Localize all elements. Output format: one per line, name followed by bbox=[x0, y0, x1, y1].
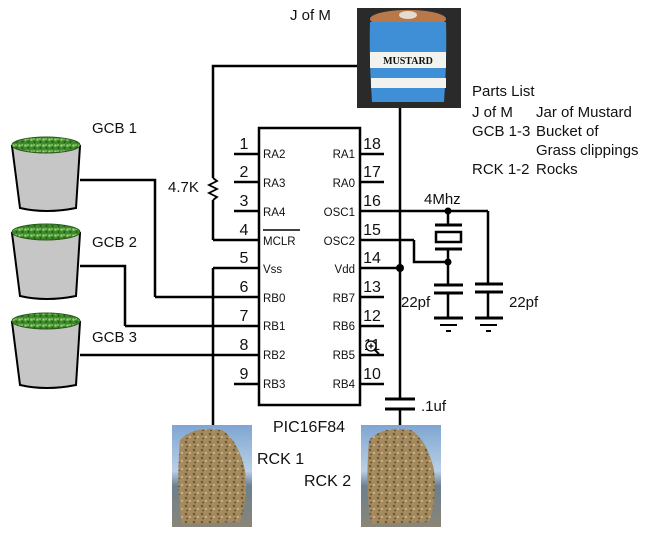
mustard-jar: MUSTARD bbox=[357, 8, 461, 108]
pin-signal: RB7 bbox=[333, 293, 355, 305]
pin-signal: RA0 bbox=[333, 178, 355, 190]
pin-number: 5 bbox=[240, 250, 249, 267]
parts-list-desc: Jar of Mustard bbox=[536, 104, 632, 121]
pin-number: 17 bbox=[363, 164, 381, 181]
pin-number: 8 bbox=[240, 337, 249, 354]
rock-label: RCK 2 bbox=[304, 473, 351, 490]
resistor-label: 4.7K bbox=[168, 179, 199, 196]
gcb2-wire bbox=[80, 264, 127, 326]
pin-signal: OSC2 bbox=[324, 236, 355, 248]
jar-text: MUSTARD bbox=[383, 56, 433, 67]
bucket-gcb3 bbox=[10, 312, 82, 389]
pin-signal: RA2 bbox=[263, 149, 285, 161]
parts-list: Parts List J of M Jar of Mustard GCB 1-3… bbox=[472, 83, 639, 178]
junction-vdd bbox=[396, 264, 404, 272]
parts-list-ref: J of M bbox=[472, 104, 513, 121]
right-pin-stubs bbox=[360, 152, 488, 386]
parts-list-title: Parts List bbox=[472, 83, 535, 100]
pin-signal: RB2 bbox=[263, 350, 285, 362]
pin-number: 13 bbox=[363, 279, 381, 296]
pin-number: 9 bbox=[240, 366, 249, 383]
bucket-label: GCB 1 bbox=[92, 120, 137, 137]
resistor-4-7k bbox=[206, 177, 220, 201]
pin-number: 6 bbox=[240, 279, 249, 296]
pin-signal: Vss bbox=[263, 264, 282, 276]
osc2-wire bbox=[412, 240, 448, 264]
parts-list-ref: GCB 1-3 bbox=[472, 123, 530, 140]
pin-signal: RA4 bbox=[263, 207, 286, 219]
chip-name: PIC16F84 bbox=[273, 419, 345, 436]
pin-number: 2 bbox=[240, 164, 249, 181]
rock-rck2 bbox=[361, 425, 441, 527]
pin-signal: RB1 bbox=[263, 321, 285, 333]
bucket-gcb2 bbox=[10, 223, 82, 300]
pin-signal: RB4 bbox=[333, 379, 356, 391]
cap-22pf-1-label: 22pf bbox=[401, 294, 431, 311]
gcb1-wire bbox=[80, 178, 157, 297]
cap-01uf-label: .1uf bbox=[421, 398, 447, 415]
left-signal-names: RA2 RA3 RA4 MCLR Vss RB0 RB1 RB2 RB3 bbox=[263, 149, 296, 391]
pin-number: 1 bbox=[240, 136, 249, 153]
pin-number: 14 bbox=[363, 250, 381, 267]
pin-signal: OSC1 bbox=[324, 207, 355, 219]
magnifier-cursor-icon[interactable] bbox=[365, 340, 380, 355]
pin-number: 18 bbox=[363, 136, 381, 153]
parts-list-desc: Rocks bbox=[536, 161, 578, 178]
pin-number: 12 bbox=[363, 308, 381, 325]
bucket-gcb1 bbox=[10, 136, 82, 212]
crystal-label: 4Mhz bbox=[424, 191, 461, 208]
pin-number: 15 bbox=[363, 222, 381, 239]
pin-signal: RA3 bbox=[263, 178, 285, 190]
bucket-label: GCB 2 bbox=[92, 234, 137, 251]
rock-rck1 bbox=[172, 425, 252, 527]
pin-number: 10 bbox=[363, 366, 381, 383]
pin-number: 4 bbox=[240, 222, 249, 239]
jar-label: J of M bbox=[290, 7, 331, 24]
pin-number: 3 bbox=[240, 193, 249, 210]
pin-number: 7 bbox=[240, 308, 249, 325]
ground-icon bbox=[434, 316, 463, 332]
junction-osc1 bbox=[444, 207, 452, 215]
pin-signal: Vdd bbox=[335, 264, 355, 276]
right-signal-names: RA1 RA0 OSC1 OSC2 Vdd RB7 RB6 RB5 RB4 bbox=[324, 149, 356, 391]
pin-signal: RB3 bbox=[263, 379, 285, 391]
pin-signal: RB6 bbox=[333, 321, 355, 333]
parts-list-desc: Bucket of bbox=[536, 123, 599, 140]
bucket-label: GCB 3 bbox=[92, 329, 137, 346]
pin-signal: RB0 bbox=[263, 293, 285, 305]
parts-list-ref: RCK 1-2 bbox=[472, 161, 530, 178]
pin-signal: RA1 bbox=[333, 149, 355, 161]
left-pin-numbers: 1 2 3 4 5 6 7 8 9 bbox=[240, 136, 249, 383]
crystal-body bbox=[434, 230, 463, 244]
cap-22pf-2-label: 22pf bbox=[509, 294, 539, 311]
pin-signal: MCLR bbox=[263, 236, 296, 248]
right-pin-numbers: 18 17 16 15 14 13 12 11 10 bbox=[363, 136, 381, 383]
pin-signal: RB5 bbox=[333, 350, 355, 362]
junction-osc2 bbox=[444, 258, 452, 266]
pin-number: 16 bbox=[363, 193, 381, 210]
chip-body bbox=[257, 126, 362, 407]
rock-label: RCK 1 bbox=[257, 451, 304, 468]
left-pin-stubs bbox=[80, 152, 259, 386]
ground-icon bbox=[475, 316, 503, 332]
parts-list-desc: Grass clippings bbox=[536, 142, 639, 159]
jar-feed-wire bbox=[211, 64, 357, 178]
